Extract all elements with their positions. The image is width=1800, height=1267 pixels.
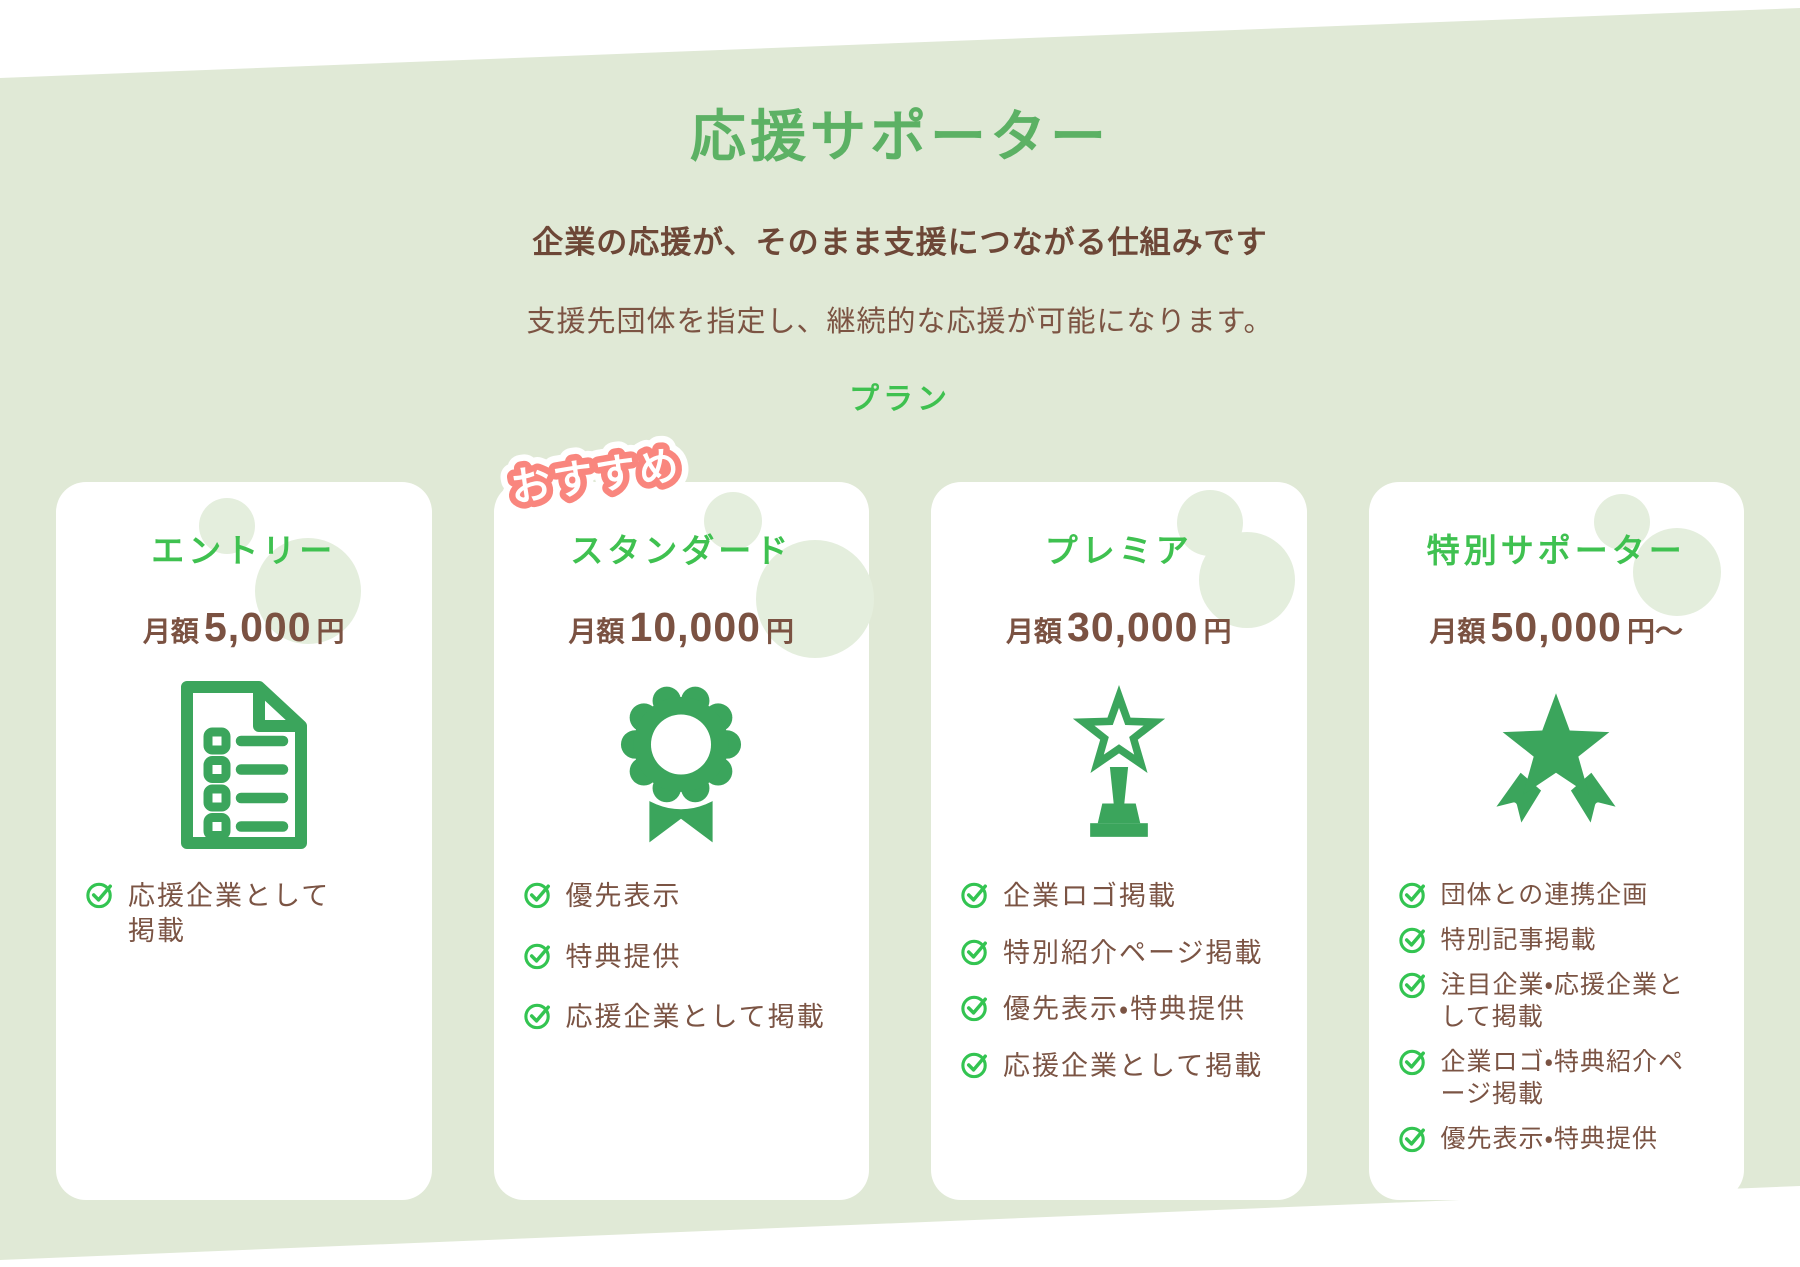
price-suffix: 円 bbox=[765, 616, 794, 647]
check-icon bbox=[523, 943, 550, 969]
check-icon bbox=[961, 1052, 987, 1078]
plan-name: 特別サポーター bbox=[1426, 532, 1686, 569]
recommended-badge: おすすめ おすすめ bbox=[494, 430, 696, 524]
price-prefix: 月額 bbox=[1429, 616, 1486, 647]
price-prefix: 月額 bbox=[142, 616, 199, 647]
price-prefix: 月額 bbox=[1006, 616, 1063, 647]
checklist-document-icon bbox=[82, 651, 406, 879]
check-icon bbox=[961, 995, 987, 1022]
price-suffix: 円 bbox=[316, 616, 345, 647]
feature-text: 優先表示 bbox=[565, 881, 682, 911]
decorative-circle bbox=[255, 538, 361, 644]
feature-item: 団体との連携企画 bbox=[1397, 879, 1717, 911]
price-amount: 5,000 bbox=[203, 604, 312, 650]
feature-item: 特別紹介ページ掲載 bbox=[959, 936, 1279, 971]
feature-text: 応援企業として掲載 bbox=[128, 881, 331, 946]
decorative-circle bbox=[1594, 494, 1651, 550]
check-icon bbox=[1398, 1126, 1425, 1153]
price-suffix: 円〜 bbox=[1626, 616, 1683, 647]
feature-item: 企業ロゴ・特典紹介ページ掲載 bbox=[1397, 1046, 1717, 1110]
check-icon bbox=[1398, 1049, 1425, 1076]
plan-name: エントリー bbox=[151, 532, 337, 569]
feature-text: 応援企業として掲載 bbox=[565, 1002, 826, 1033]
plan-name: プレミア bbox=[1044, 532, 1193, 569]
feature-item: 特別記事掲載 bbox=[1397, 924, 1717, 956]
feature-text: 応援企業として掲載 bbox=[1003, 1050, 1264, 1081]
price-suffix: 円 bbox=[1203, 616, 1232, 647]
feature-item: 優先表示 bbox=[522, 879, 842, 914]
section-subtitle-bold: 企業の応援が、そのまま支援につながる仕組みです bbox=[532, 225, 1268, 260]
feature-item: 優先表示・特典提供 bbox=[1397, 1123, 1717, 1155]
price-amount: 30,000 bbox=[1067, 604, 1199, 650]
check-icon bbox=[1398, 927, 1425, 954]
feature-text: 優先表示・特典提供 bbox=[1003, 994, 1247, 1025]
feature-item: 優先表示・特典提供 bbox=[959, 992, 1279, 1027]
svg-text:おすすめ: おすすめ bbox=[507, 443, 683, 511]
medal-icon bbox=[520, 651, 844, 879]
decorative-circle bbox=[198, 498, 255, 554]
feature-text: 注目企業・応援企業として掲載 bbox=[1440, 971, 1685, 1031]
feature-list: 団体との連携企画 特別記事掲載 注目企業・応援企業として掲載 企業ロゴ・特典紹介… bbox=[1395, 879, 1719, 1155]
decorative-circle bbox=[1199, 532, 1296, 628]
feature-text: 特別記事掲載 bbox=[1440, 926, 1597, 954]
feature-text: 特典提供 bbox=[565, 941, 682, 972]
feature-item: 応援企業として掲載 bbox=[522, 1000, 842, 1035]
feature-text: 企業ロゴ・特典紹介ページ掲載 bbox=[1440, 1048, 1685, 1108]
price-amount: 50,000 bbox=[1490, 604, 1622, 650]
check-icon bbox=[961, 939, 987, 965]
price-amount: 10,000 bbox=[629, 604, 761, 650]
feature-item: 応援企業として掲載 bbox=[959, 1049, 1279, 1084]
feature-item: 企業ロゴ掲載 bbox=[959, 879, 1279, 914]
check-icon bbox=[86, 882, 112, 909]
feature-list: 応援企業として掲載 bbox=[82, 879, 406, 948]
check-icon bbox=[961, 882, 987, 909]
decorative-circle bbox=[756, 540, 875, 658]
feature-text: 団体との連携企画 bbox=[1440, 881, 1649, 909]
decorative-circle bbox=[1633, 528, 1722, 616]
feature-item: 注目企業・応援企業として掲載 bbox=[1397, 969, 1717, 1033]
check-icon bbox=[523, 1003, 550, 1030]
feature-text: 優先表示・特典提供 bbox=[1440, 1125, 1659, 1153]
feature-list: 優先表示 特典提供 応援企業として掲載 bbox=[520, 879, 844, 1035]
feature-text: 特別紹介ページ掲載 bbox=[1003, 937, 1264, 968]
feature-item: 特典提供 bbox=[522, 940, 842, 975]
check-icon bbox=[523, 882, 550, 909]
feature-list: 企業ロゴ掲載 特別紹介ページ掲載 優先表示・特典提供 応援企業として掲載 bbox=[957, 879, 1281, 1083]
star-ribbon-icon bbox=[1395, 651, 1719, 879]
feature-text: 企業ロゴ掲載 bbox=[1003, 881, 1177, 911]
section-subtitle: 支援先団体を指定し、継続的な応援が可能になります。 bbox=[526, 306, 1274, 338]
decorative-circle bbox=[703, 492, 762, 550]
plans-label: プラン bbox=[849, 383, 951, 416]
check-icon bbox=[1398, 882, 1425, 909]
plan-name: スタンダード bbox=[570, 532, 793, 569]
page-title: 応援サポーター bbox=[690, 105, 1110, 168]
price-prefix: 月額 bbox=[568, 616, 625, 647]
check-icon bbox=[1398, 972, 1425, 999]
trophy-icon bbox=[957, 651, 1281, 879]
feature-item: 応援企業として掲載 bbox=[84, 879, 404, 948]
